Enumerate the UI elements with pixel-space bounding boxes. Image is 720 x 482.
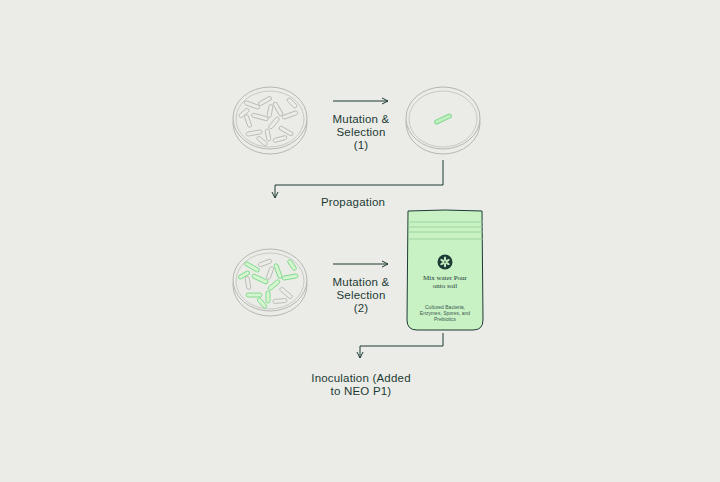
bacterium-rod xyxy=(245,276,251,289)
logo-petal xyxy=(445,258,450,262)
bacterium-rod xyxy=(256,136,268,147)
dish-rim xyxy=(406,87,480,149)
bacterium-rod xyxy=(286,97,297,108)
bacterium-rod xyxy=(434,113,452,124)
bacterium-rod xyxy=(266,291,270,303)
logo-disc xyxy=(438,255,453,270)
logo-petal xyxy=(440,258,445,262)
bacterium-rod xyxy=(268,116,280,129)
bacterium-rod xyxy=(257,297,268,309)
pouch-seal-line xyxy=(408,222,483,223)
bacterium-rod xyxy=(251,274,268,285)
bacterium-rod xyxy=(267,279,280,291)
flow-arrow xyxy=(333,264,388,265)
bacterium-rod xyxy=(279,126,294,137)
pouch-instructions: Mix water Pour onto soil xyxy=(423,274,467,290)
bacterium-rod xyxy=(273,298,287,303)
pouch-body xyxy=(407,210,483,330)
bacterium-rod xyxy=(282,274,298,281)
dish-rim xyxy=(233,87,307,149)
dish-rim xyxy=(233,249,307,311)
dish-inner xyxy=(409,91,477,147)
petri-dish xyxy=(406,87,480,154)
product-pouch: Mix water Pour onto soilCultured Bacteri… xyxy=(405,208,485,332)
bacterium-rod xyxy=(246,130,262,137)
bacterium-rod xyxy=(246,293,262,297)
bacterium-rod xyxy=(273,135,288,142)
petri-dish xyxy=(233,87,307,154)
step-label: Mutation & Selection (2) xyxy=(329,276,393,315)
brand-logo xyxy=(438,255,453,270)
bacterium-rod xyxy=(251,113,268,121)
flow-arrow xyxy=(360,333,443,358)
bacterium-rod xyxy=(258,259,273,268)
petri-dish xyxy=(233,249,307,316)
pouch-ingredients: Cultured Bacteria, Enzymes, Spores, and … xyxy=(417,304,473,322)
flow-arrow xyxy=(275,160,443,198)
bacterium-rod xyxy=(238,270,250,279)
flow-arrow xyxy=(333,101,388,102)
bacterium-rod xyxy=(273,102,284,117)
dish-inner xyxy=(236,91,304,147)
pouch-seal-line xyxy=(408,227,483,228)
pouch-seal-line xyxy=(408,239,483,240)
bacterium-rod xyxy=(244,114,252,128)
bacterium-rod xyxy=(266,266,274,280)
step-label: Propagation xyxy=(308,196,398,209)
bacterium-rod xyxy=(238,108,250,119)
logo-petal xyxy=(440,261,445,265)
step-label: Inoculation (Added to NEO P1) xyxy=(305,372,417,398)
pouch-seal-line xyxy=(408,232,483,233)
step-label: Mutation & Selection (1) xyxy=(329,113,393,152)
bacterium-rod xyxy=(282,110,298,119)
bacterium-rod xyxy=(279,287,293,300)
bacterium-rod xyxy=(287,259,297,271)
dish-inner xyxy=(236,253,304,309)
bacterium-rod xyxy=(267,104,273,117)
bacterium-rod xyxy=(265,129,271,142)
bacterium-rod xyxy=(274,263,283,278)
